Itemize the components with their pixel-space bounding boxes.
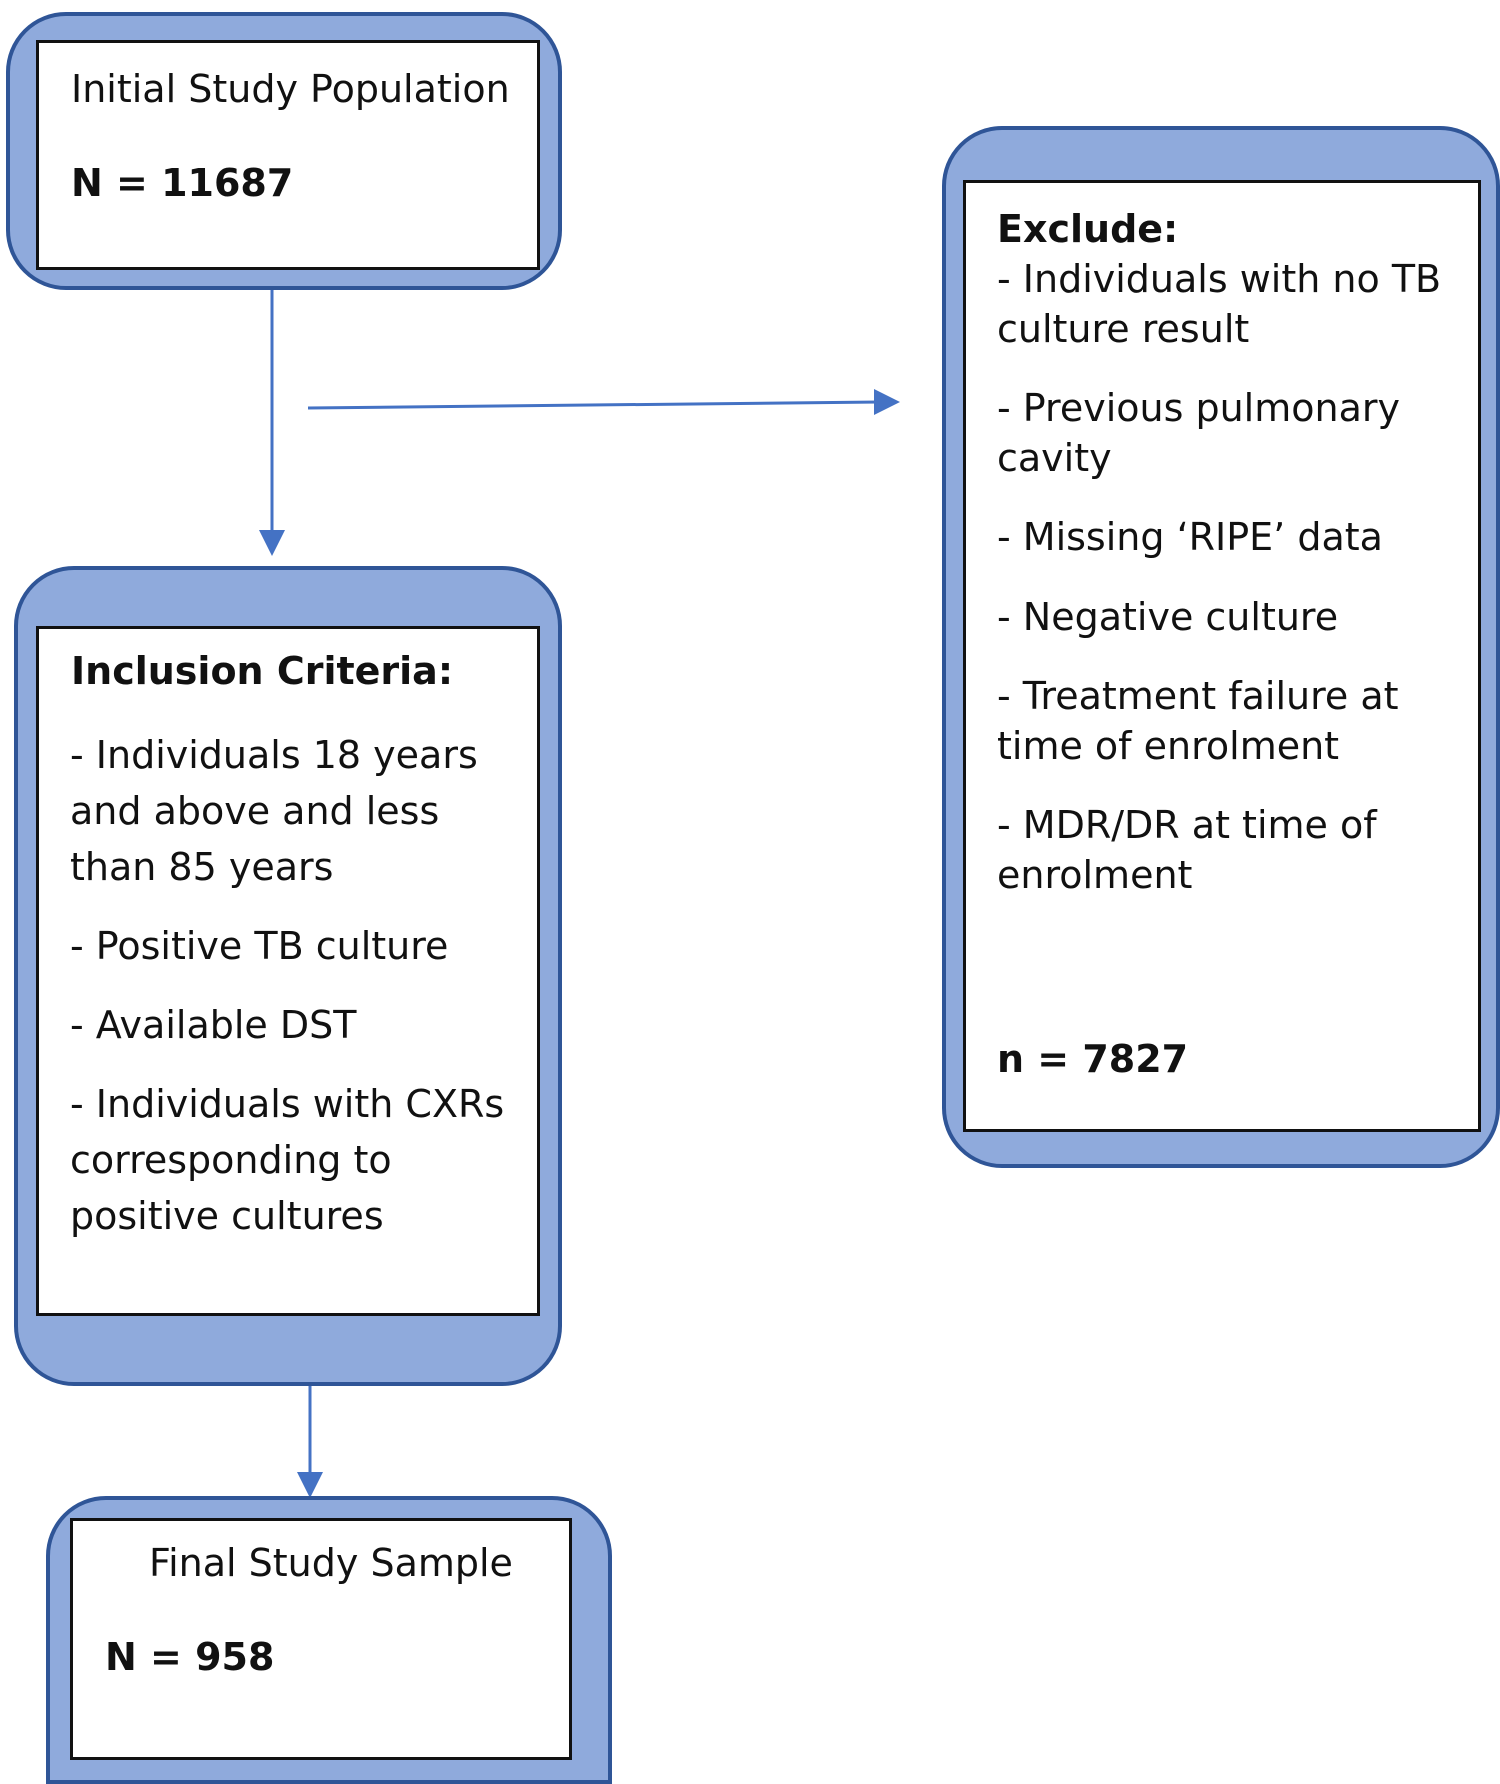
inclusion-item-4-line-3: positive cultures xyxy=(70,1194,384,1238)
arrow-to-exclude-head xyxy=(874,389,900,415)
exclude-item-6-line-2: enrolment xyxy=(997,852,1193,897)
exclude-item-1-line-2: culture result xyxy=(997,306,1250,351)
inclusion-item-2: - Positive TB culture xyxy=(70,924,449,968)
inclusion-box: Inclusion Criteria: - Individuals 18 yea… xyxy=(36,626,540,1316)
exclude-item-2-line-2: cavity xyxy=(997,435,1112,480)
exclude-item-5-line-1: - Treatment failure at xyxy=(997,674,1399,718)
initial-population-count: N = 11687 xyxy=(71,161,294,205)
final-sample-box: Final Study Sample N = 958 xyxy=(70,1518,572,1760)
inclusion-item-1-line-3: than 85 years xyxy=(70,845,334,889)
inclusion-item-4-line-2: corresponding to xyxy=(70,1138,392,1182)
final-sample-title: Final Study Sample xyxy=(149,1541,513,1585)
arrow-inclusion-to-final-head xyxy=(297,1472,323,1498)
inclusion-item-3: - Available DST xyxy=(70,1003,357,1047)
exclude-item-2-line-1: - Previous pulmonary xyxy=(997,386,1400,430)
final-sample-count: N = 958 xyxy=(105,1635,275,1679)
exclude-item-1-line-1: - Individuals with no TB xyxy=(997,257,1442,301)
inclusion-item-1-line-1: - Individuals 18 years xyxy=(70,733,478,777)
exclude-count: n = 7827 xyxy=(997,1037,1189,1081)
exclude-item-6-line-1: - MDR/DR at time of xyxy=(997,803,1377,847)
arrow-to-exclude xyxy=(307,400,881,410)
exclude-heading: Exclude: xyxy=(997,207,1179,251)
arrow-initial-to-inclusion-head xyxy=(259,530,285,556)
exclude-item-5-line-2: time of enrolment xyxy=(997,723,1340,768)
inclusion-heading: Inclusion Criteria: xyxy=(71,649,454,693)
initial-population-box: Initial Study Population N = 11687 xyxy=(36,40,540,270)
inclusion-item-1-line-2: and above and less xyxy=(70,789,440,833)
exclude-box: Exclude: - Individuals with no TB culture… xyxy=(963,180,1481,1132)
inclusion-item-4-line-1: - Individuals with CXRs xyxy=(70,1082,505,1126)
initial-population-title: Initial Study Population xyxy=(71,67,510,111)
exclude-item-3: - Missing ‘RIPE’ data xyxy=(997,515,1383,559)
exclude-item-4: - Negative culture xyxy=(997,594,1339,639)
